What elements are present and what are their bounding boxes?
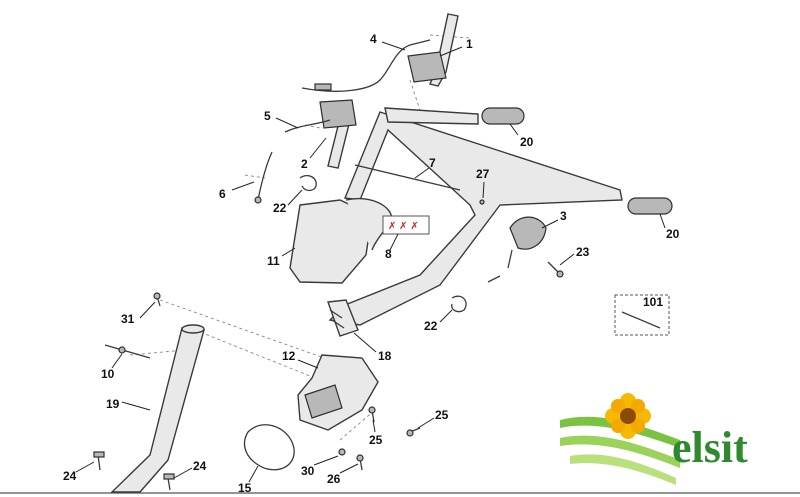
label-part-20-right: 20 <box>666 227 680 241</box>
label-part-101: 101 <box>643 295 663 309</box>
elsit-logo: elsit <box>560 393 748 485</box>
screw-31 <box>153 292 161 307</box>
sunflower-icon <box>605 393 651 439</box>
bolt-26 <box>356 454 364 471</box>
label-part-11: 11 <box>267 254 280 268</box>
label-part-26: 26 <box>327 472 341 486</box>
kit-box-101 <box>614 294 670 336</box>
label-part-23: 23 <box>576 245 590 259</box>
cable-clip <box>254 151 273 204</box>
label-part-25-right: 25 <box>435 408 449 422</box>
control-lever-top <box>407 13 459 87</box>
bolt-23 <box>547 261 564 278</box>
svg-text:✗ ✗ ✗: ✗ ✗ ✗ <box>388 221 419 232</box>
label-part-20-left: 20 <box>520 135 534 149</box>
label-part-8: 8 <box>385 247 392 261</box>
throttle-switch <box>487 216 547 283</box>
label-part-24-left: 24 <box>63 469 77 483</box>
logo-text: elsit <box>672 423 748 472</box>
clamp-ring <box>243 424 295 471</box>
label-part-7: 7 <box>429 156 436 170</box>
label-part-31: 31 <box>121 312 135 326</box>
part-labels: 1 4 5 2 7 6 22 27 20 20 3 23 11 8 22 18 … <box>63 32 680 495</box>
bolt-25-right <box>406 427 421 437</box>
control-lever-bottom <box>284 99 357 169</box>
bolt-24-left <box>93 451 105 471</box>
bolt-24-right <box>163 473 175 491</box>
label-part-1: 1 <box>466 37 473 51</box>
bolt-25-left <box>368 406 376 423</box>
snap-ring-upper <box>299 174 317 192</box>
label-part-12: 12 <box>282 349 296 363</box>
label-part-25-left: 25 <box>369 433 383 447</box>
label-part-2: 2 <box>301 157 308 171</box>
handlebar-cover <box>289 198 393 284</box>
bolt-30 <box>338 448 346 456</box>
label-part-19: 19 <box>106 397 120 411</box>
label-part-22-lower: 22 <box>424 319 438 333</box>
snap-ring-lower <box>451 295 467 313</box>
label-part-3: 3 <box>560 209 567 223</box>
label-part-5: 5 <box>264 109 271 123</box>
mounting-bracket <box>327 299 359 337</box>
handle-grip-right <box>627 197 673 215</box>
screw-27 <box>479 199 485 205</box>
warning-decal: ✗ ✗ ✗ <box>382 215 430 235</box>
throttle-cable <box>301 39 431 92</box>
handle-grip-left <box>481 107 525 125</box>
clamp-housing <box>297 354 379 431</box>
upper-tube <box>110 324 205 493</box>
label-part-10: 10 <box>101 367 115 381</box>
label-part-24-right: 24 <box>193 459 207 473</box>
cable-tie <box>104 344 151 359</box>
label-part-6: 6 <box>219 187 226 201</box>
label-part-15: 15 <box>238 481 252 495</box>
label-part-18: 18 <box>378 349 392 363</box>
label-part-30: 30 <box>301 464 315 478</box>
label-part-4: 4 <box>370 32 377 46</box>
leader-lines <box>75 41 666 483</box>
label-part-22-upper: 22 <box>273 201 287 215</box>
label-part-27: 27 <box>476 167 490 181</box>
